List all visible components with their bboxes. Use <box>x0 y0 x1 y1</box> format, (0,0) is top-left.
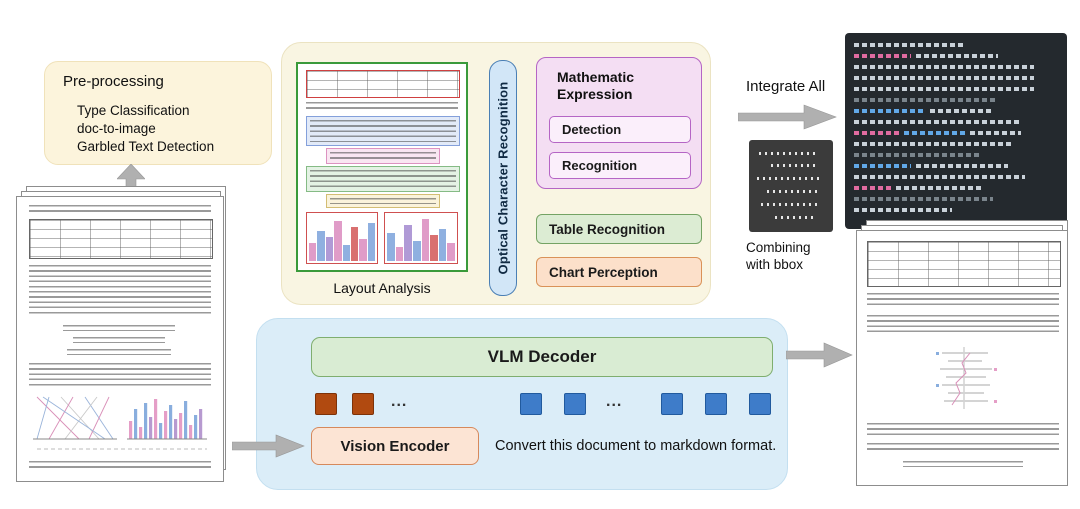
image-token-square <box>352 393 374 415</box>
markdown-output-block <box>845 33 1067 229</box>
code-line <box>854 142 1058 146</box>
output-document-page <box>856 230 1068 486</box>
prompt-text: Convert this document to markdown format… <box>495 438 777 454</box>
code-line <box>854 54 1058 58</box>
code-line <box>854 43 1058 47</box>
text-token-square <box>705 393 727 415</box>
figure-skeleton <box>33 396 207 450</box>
code-line <box>854 65 1058 69</box>
arrow-docs-to-preprocessing-icon <box>117 164 145 196</box>
image-token-square <box>315 393 337 415</box>
code-line <box>854 109 1058 113</box>
detected-formula-region <box>326 148 440 164</box>
preprocessing-item-type-classification: Type Classification <box>77 103 190 118</box>
ocr-box: Optical Character Recognition <box>489 60 517 296</box>
text-skeleton <box>29 363 211 387</box>
detected-text-region <box>306 166 460 192</box>
code-line <box>854 98 1058 102</box>
math-detection-box: Detection <box>549 116 691 143</box>
preprocessing-item-doc-to-image: doc-to-image <box>77 121 156 136</box>
combining-with-bbox-label: Combining with bbox <box>746 240 811 272</box>
math-detection-label: Detection <box>562 122 622 137</box>
code-line <box>854 153 1058 157</box>
input-document-page <box>16 196 224 482</box>
ellipsis-tokens: ... <box>606 393 623 410</box>
table-skeleton <box>29 219 213 259</box>
ellipsis-tokens: ... <box>391 393 408 410</box>
code-line <box>854 186 1058 190</box>
vlm-decoder-label: VLM Decoder <box>487 347 597 366</box>
formula-skeleton <box>330 152 436 160</box>
code-line <box>854 197 1058 201</box>
code-line <box>854 164 1058 168</box>
ocr-label: Optical Character Recognition <box>495 81 511 275</box>
text-skeleton <box>867 315 1059 335</box>
formula-skeleton <box>73 337 165 343</box>
chart-perception-label: Chart Perception <box>549 264 658 280</box>
detected-table-region <box>306 70 460 98</box>
code-line <box>854 208 1058 212</box>
arrow-decoder-to-output-icon <box>786 342 853 368</box>
layout-analysis-doc <box>296 62 468 272</box>
layout-analysis-label: Layout Analysis <box>333 280 431 296</box>
table-recognition-label: Table Recognition <box>549 221 666 237</box>
math-expression-box: Mathematic Expression Detection Recognit… <box>536 57 702 189</box>
preprocessing-title: Pre-processing <box>63 73 164 90</box>
formula-skeleton <box>63 325 175 331</box>
preprocessing-item-garbled-text: Garbled Text Detection <box>77 139 215 154</box>
math-recognition-box: Recognition <box>549 152 691 179</box>
text-skeleton <box>310 170 456 188</box>
text-skeleton <box>306 102 458 110</box>
caption-skeleton <box>867 423 1059 437</box>
text-token-square <box>749 393 771 415</box>
detected-formula-region <box>326 194 440 208</box>
output-document-stack <box>856 220 1070 490</box>
text-skeleton <box>29 205 211 214</box>
vision-encoder-label: Vision Encoder <box>340 437 450 455</box>
preprocessing-box: Pre-processing Type Classification doc-t… <box>44 61 272 165</box>
text-token-square <box>564 393 586 415</box>
formula-skeleton <box>330 198 436 204</box>
bbox-visualization-image <box>749 140 833 232</box>
detected-chart-region <box>306 212 378 264</box>
vision-encoder-box: Vision Encoder <box>311 427 479 465</box>
caption-skeleton <box>867 293 1059 307</box>
table-skeleton <box>867 241 1061 287</box>
input-document-stack <box>16 186 228 486</box>
arrow-docs-to-encoder-icon <box>232 434 305 458</box>
caption-skeleton <box>29 461 211 470</box>
code-line <box>854 131 1058 135</box>
math-recognition-label: Recognition <box>562 158 638 173</box>
figure-skeleton <box>936 347 997 409</box>
detected-chart-region <box>384 212 458 264</box>
vlm-decoder-box: VLM Decoder <box>311 337 773 377</box>
vlm-container: VLM Decoder ... ... Vision Encoder Conve… <box>256 318 788 490</box>
text-token-square <box>520 393 542 415</box>
integrate-all-label: Integrate All <box>746 78 826 95</box>
math-expression-title: Mathematic Expression <box>557 69 635 102</box>
formula-skeleton <box>903 461 1023 467</box>
text-skeleton <box>867 443 1059 452</box>
code-line <box>854 76 1058 80</box>
code-line <box>854 87 1058 91</box>
arrow-integrate-icon <box>738 104 837 130</box>
table-recognition-box: Table Recognition <box>536 214 702 244</box>
detected-text-region <box>306 116 460 146</box>
text-token-square <box>661 393 683 415</box>
text-skeleton <box>310 120 456 142</box>
code-line <box>854 120 1058 124</box>
text-skeleton <box>29 265 211 317</box>
formula-skeleton <box>67 349 171 355</box>
chart-perception-box: Chart Perception <box>536 257 702 287</box>
code-line <box>854 175 1058 179</box>
